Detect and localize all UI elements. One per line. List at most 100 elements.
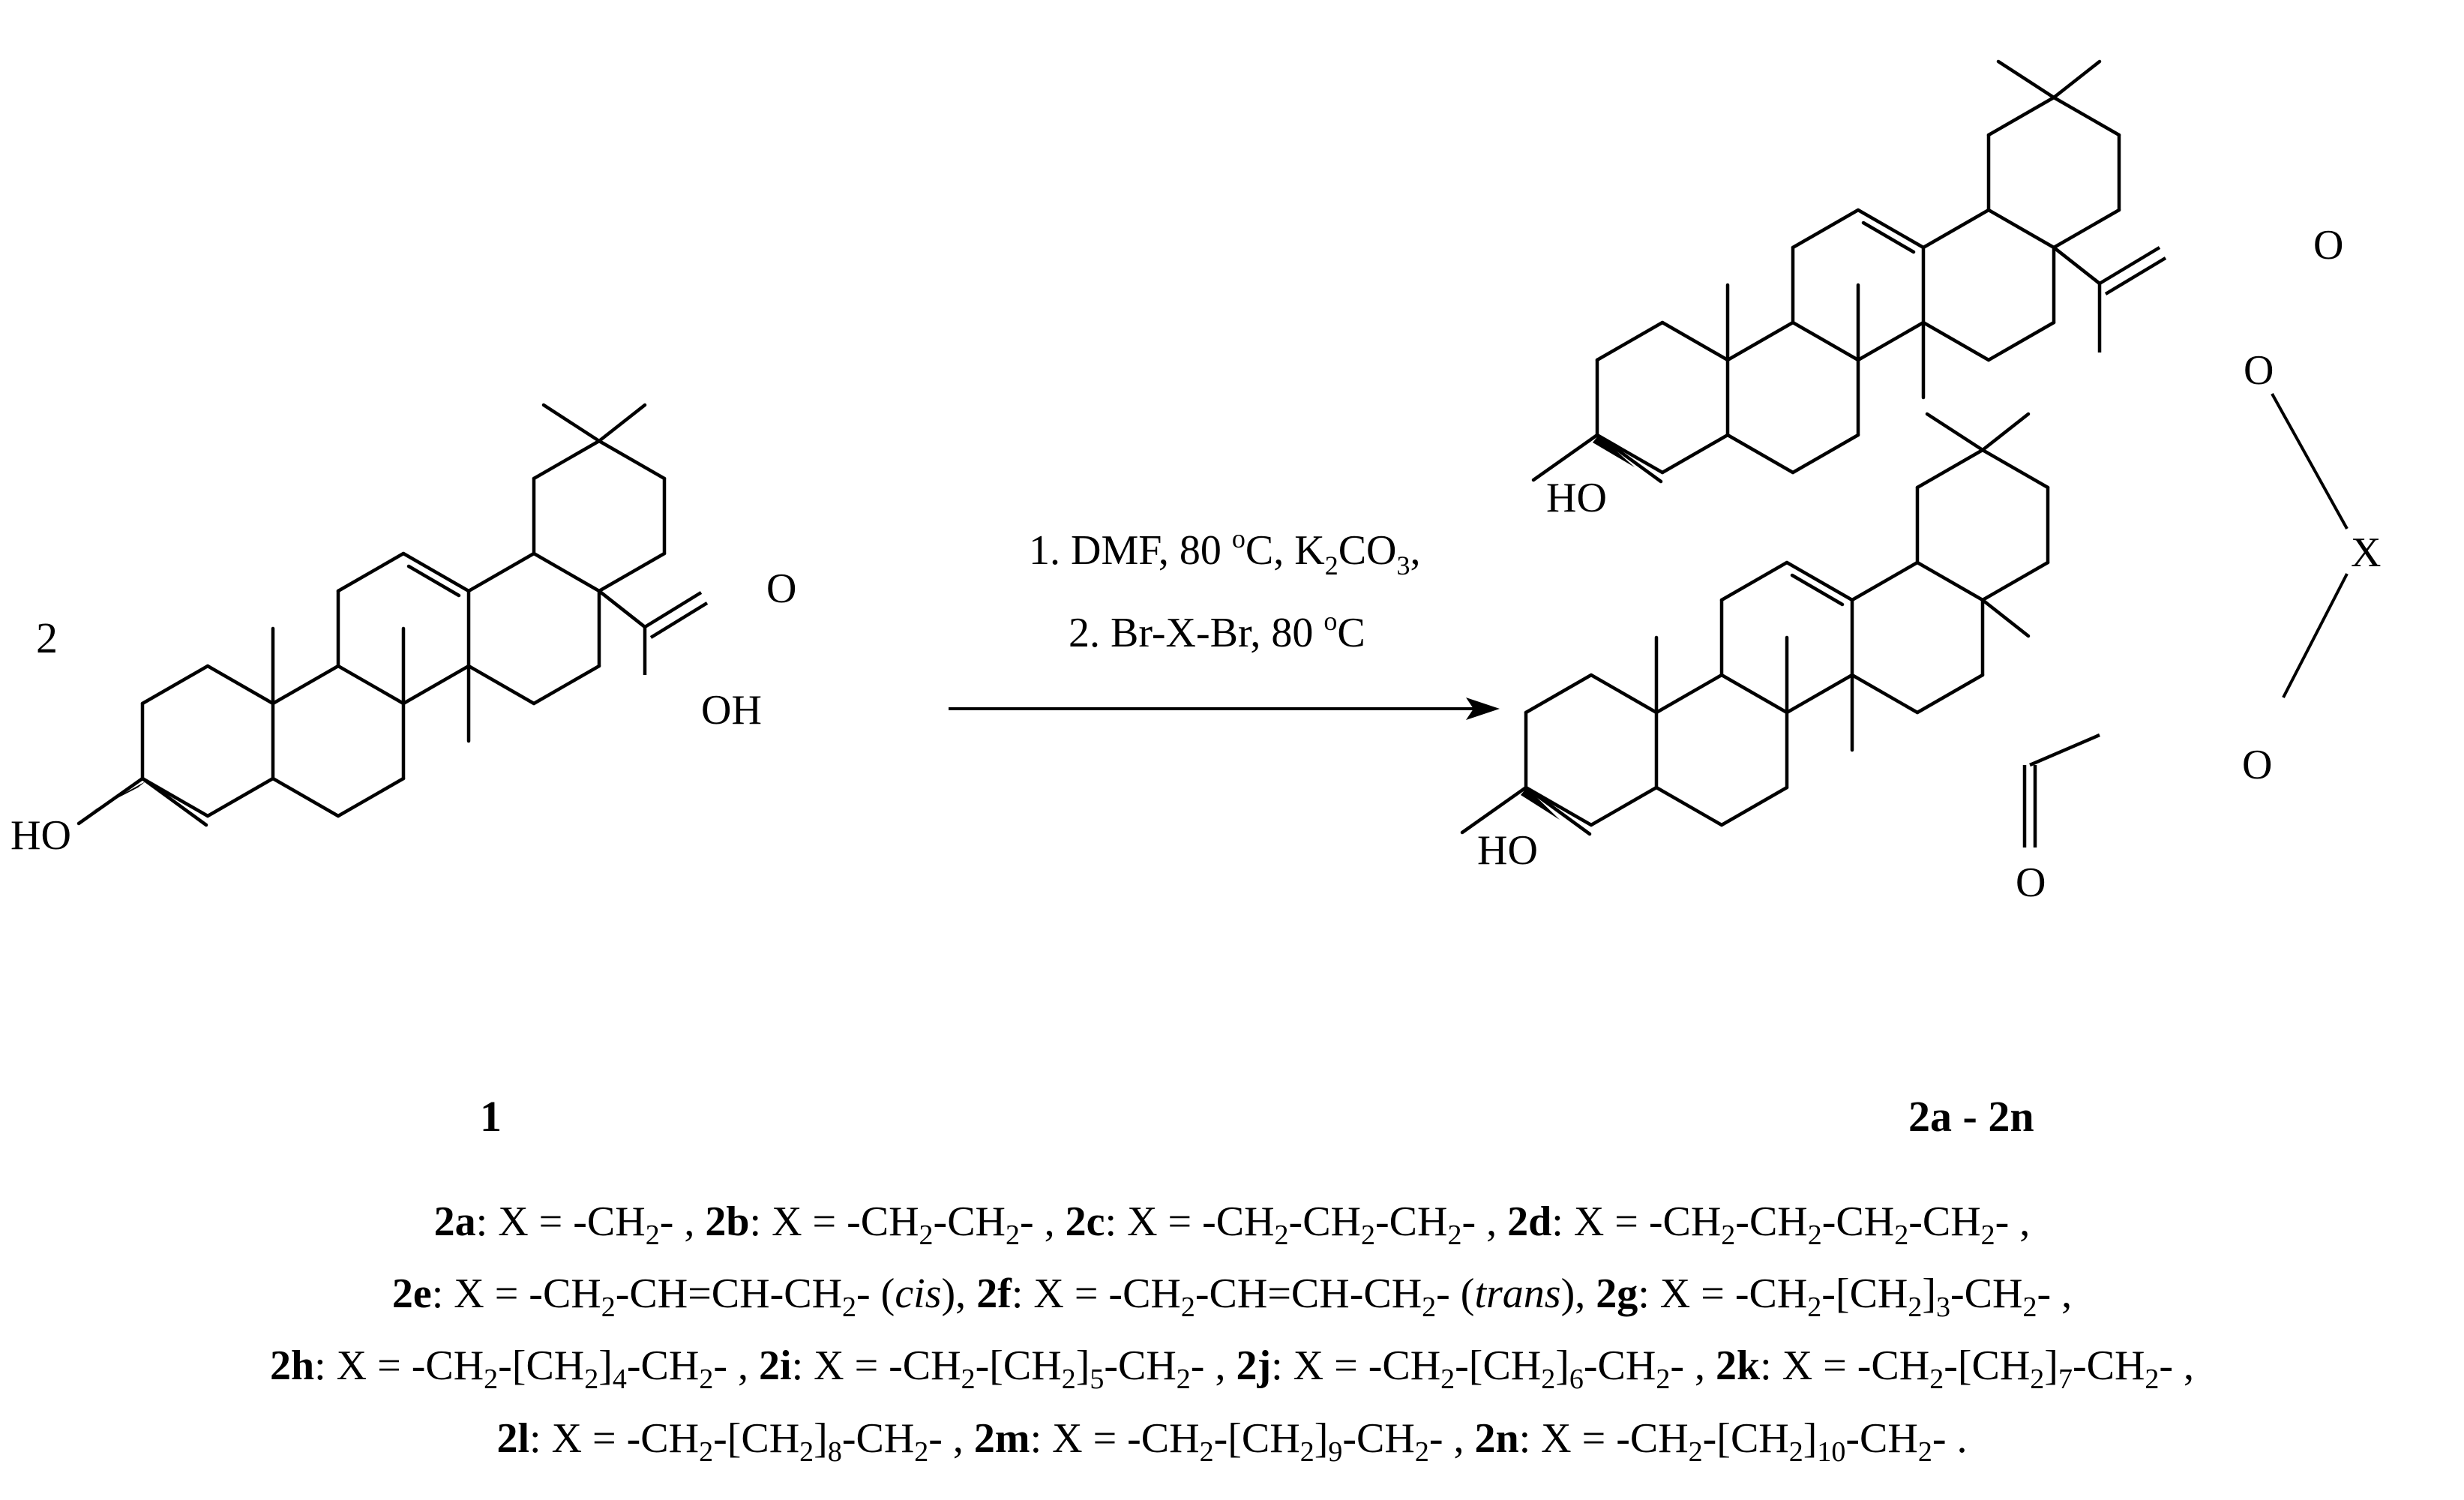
legend-text: ] bbox=[1555, 1342, 1569, 1390]
subscript: 2 bbox=[1917, 1436, 1932, 1468]
compound-label: 2b bbox=[705, 1198, 750, 1245]
legend-text: trans bbox=[1474, 1270, 1561, 1318]
legend-text: - , bbox=[1190, 1342, 1236, 1390]
legend-row: 2e: X = -CH2-CH=CH-CH2- (cis), 2f: X = -… bbox=[0, 1264, 2464, 1336]
legend-text: -[CH bbox=[975, 1342, 1062, 1390]
subscript: 2 bbox=[2022, 1292, 2037, 1324]
legend-row: 2a: X = -CH2- , 2b: X = -CH2-CH2- , 2c: … bbox=[0, 1192, 2464, 1264]
linker-legend: 2a: X = -CH2- , 2b: X = -CH2-CH2- , 2c: … bbox=[0, 1192, 2464, 1481]
legend-row: 2l: X = -CH2-[CH2]8-CH2- , 2m: X = -CH2-… bbox=[0, 1409, 2464, 1481]
subscript: 2 bbox=[1176, 1364, 1191, 1396]
reactant-label: 1 bbox=[480, 1092, 502, 1141]
compound-label: 2n bbox=[1474, 1414, 1519, 1462]
subscript: 2 bbox=[699, 1364, 714, 1396]
legend-text: - , bbox=[1995, 1198, 2031, 1245]
legend-text: -CH bbox=[1821, 1198, 1895, 1245]
legend-text: -CH bbox=[841, 1414, 915, 1462]
subscript: 2 bbox=[919, 1220, 934, 1252]
subscript: 2 bbox=[1180, 1292, 1195, 1324]
legend-text: ] bbox=[814, 1414, 828, 1462]
legend-text: : X = -CH bbox=[1551, 1198, 1722, 1245]
reaction-scheme: 2 HO O OH 1 1. DMF, 80 oC, K2CO3, 2. Br-… bbox=[10, 0, 2381, 1141]
subscript: 2 bbox=[1006, 1220, 1020, 1252]
legend-text: -CH bbox=[1908, 1198, 1981, 1245]
legend-text: -CH bbox=[1950, 1270, 2023, 1318]
subscript: 2 bbox=[1440, 1364, 1455, 1396]
acid-OH-label: OH bbox=[701, 687, 762, 734]
legend-text: ] bbox=[1314, 1414, 1329, 1462]
legend-text: ), bbox=[941, 1270, 977, 1318]
compound-label: 2m bbox=[973, 1414, 1030, 1462]
legend-text: -[CH bbox=[1944, 1342, 2031, 1390]
subscript: 2 bbox=[914, 1436, 929, 1468]
subscript: 2 bbox=[1422, 1292, 1437, 1324]
oleanolic-acid-structure: 2 HO O OH 1 bbox=[10, 405, 796, 1141]
legend-text: : X = -CH bbox=[791, 1342, 961, 1390]
legend-text: cis bbox=[895, 1270, 942, 1318]
subscript: 2 bbox=[799, 1436, 814, 1468]
legend-text: ), bbox=[1560, 1270, 1596, 1318]
hydroxyl-label: HO bbox=[1477, 827, 1538, 874]
legend-text: : X = -CH bbox=[1271, 1342, 1441, 1390]
legend-text: -CH bbox=[1583, 1342, 1656, 1390]
wedge-bond bbox=[1593, 435, 1635, 467]
legend-text: : X = -CH bbox=[475, 1198, 646, 1245]
legend-text: -[CH bbox=[498, 1342, 585, 1390]
conditions-line-2: 2. Br-X-Br, 80 oC bbox=[1069, 606, 1365, 656]
legend-text: -CH bbox=[626, 1342, 700, 1390]
subscript: 2 bbox=[1274, 1220, 1289, 1252]
subscript: 8 bbox=[827, 1436, 842, 1468]
subscript: 2 bbox=[961, 1364, 976, 1396]
subscript: 2 bbox=[1721, 1220, 1736, 1252]
legend-text: : X = -CH bbox=[1030, 1414, 1200, 1462]
product-label: 2a - 2n bbox=[1908, 1092, 2034, 1141]
subscript: 7 bbox=[2058, 1364, 2073, 1396]
linker-X-label: X bbox=[2351, 530, 2381, 576]
carbonyl-O-label: O bbox=[2016, 860, 2046, 906]
subscript: 2 bbox=[1980, 1220, 1995, 1252]
legend-text: -[CH bbox=[1702, 1414, 1789, 1462]
compound-label: 2e bbox=[391, 1270, 432, 1318]
legend-text: - . bbox=[1932, 1414, 1968, 1462]
legend-text: - , bbox=[713, 1342, 759, 1390]
subscript: 2 bbox=[584, 1364, 599, 1396]
hydroxyl-label: HO bbox=[10, 812, 71, 859]
legend-text: ] bbox=[1922, 1270, 1937, 1318]
legend-text: : X = -CH bbox=[314, 1342, 484, 1390]
legend-text: ] bbox=[1803, 1414, 1818, 1462]
legend-text: ] bbox=[2044, 1342, 2058, 1390]
subscript: 2 bbox=[1788, 1436, 1803, 1468]
subscript: 2 bbox=[1807, 1220, 1822, 1252]
legend-text: - , bbox=[2159, 1342, 2195, 1390]
legend-text: - , bbox=[928, 1414, 974, 1462]
subscript: 2 bbox=[1688, 1436, 1703, 1468]
wedge-bond bbox=[90, 782, 145, 812]
legend-text: -CH bbox=[933, 1198, 1006, 1245]
compound-label: 2h bbox=[269, 1342, 315, 1390]
carbonyl-O-label: O bbox=[766, 566, 796, 612]
compound-label: 2k bbox=[1716, 1342, 1761, 1390]
hydroxyl-label: HO bbox=[1546, 475, 1607, 521]
legend-text: - , bbox=[1020, 1198, 1066, 1245]
legend-text: : X = -CH bbox=[1760, 1342, 1930, 1390]
compound-label: 2i bbox=[759, 1342, 792, 1390]
subscript: 10 bbox=[1817, 1436, 1846, 1468]
legend-text: -[CH bbox=[713, 1414, 800, 1462]
linker: X bbox=[2271, 393, 2381, 698]
legend-text: : X = -CH bbox=[1105, 1198, 1275, 1245]
subscript: 2 bbox=[1199, 1436, 1214, 1468]
legend-text: - , bbox=[1461, 1198, 1508, 1245]
legend-text: -CH bbox=[1375, 1198, 1448, 1245]
legend-text: : X = -CH bbox=[529, 1414, 700, 1462]
legend-text: -CH bbox=[1845, 1414, 1918, 1462]
legend-text: ] bbox=[1075, 1342, 1090, 1390]
legend-text: - ( bbox=[1436, 1270, 1475, 1318]
legend-text: -CH bbox=[2072, 1342, 2145, 1390]
carbonyl-O-label: O bbox=[2313, 222, 2343, 268]
subscript: 2 bbox=[842, 1292, 857, 1324]
subscript: 2 bbox=[1807, 1292, 1822, 1324]
legend-text: - , bbox=[1428, 1414, 1475, 1462]
legend-text: -CH=CH-CH bbox=[615, 1270, 843, 1318]
legend-text: -CH bbox=[1288, 1198, 1361, 1245]
product-bottom-triterpene: HO O O 2a - 2n bbox=[1462, 414, 2272, 1141]
